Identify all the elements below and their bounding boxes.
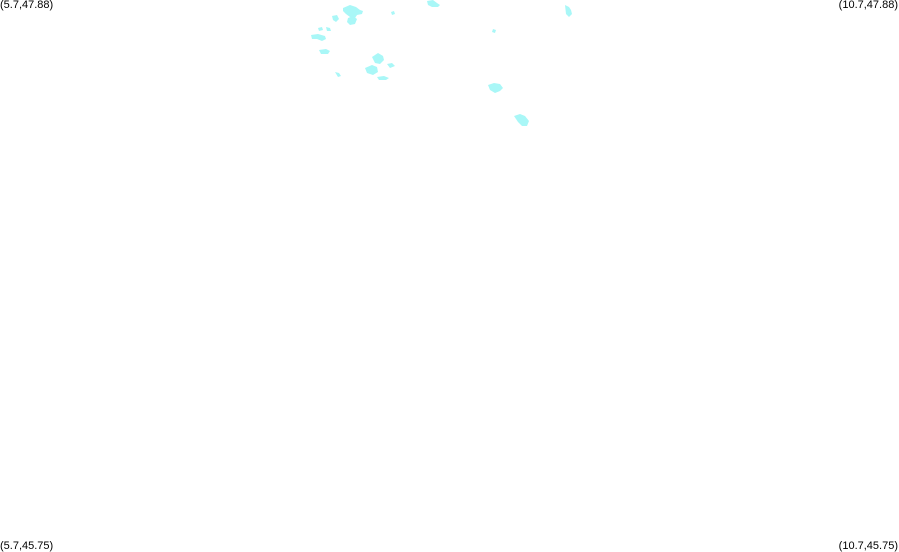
lake-thun-2 (365, 65, 378, 75)
lake-brienz (377, 76, 389, 80)
lake-neuchatel (343, 5, 363, 18)
corner-label-top-left: (5.7,47.88) (0, 0, 54, 11)
lake-lucerne (488, 83, 503, 93)
lake-small-1 (492, 29, 496, 33)
lake-joux (311, 34, 326, 41)
lake-morat (347, 16, 357, 25)
lake-biel-part (391, 11, 395, 15)
lake-small-5 (319, 49, 330, 54)
lake-walen (565, 5, 572, 17)
lake-small-2 (332, 15, 339, 22)
corner-label-top-right: (10.7,47.88) (838, 0, 898, 11)
lake-small-7 (387, 63, 395, 68)
lake-small-3 (318, 27, 323, 31)
lake-small-4 (326, 27, 331, 31)
lake-lugano (514, 114, 529, 126)
corner-label-bottom-left: (5.7,45.75) (0, 540, 54, 552)
lake-zurich-upper (427, 0, 440, 7)
lake-thun-1 (372, 53, 384, 64)
corner-label-bottom-right: (10.7,45.75) (838, 540, 898, 552)
lake-small-6 (335, 72, 341, 77)
